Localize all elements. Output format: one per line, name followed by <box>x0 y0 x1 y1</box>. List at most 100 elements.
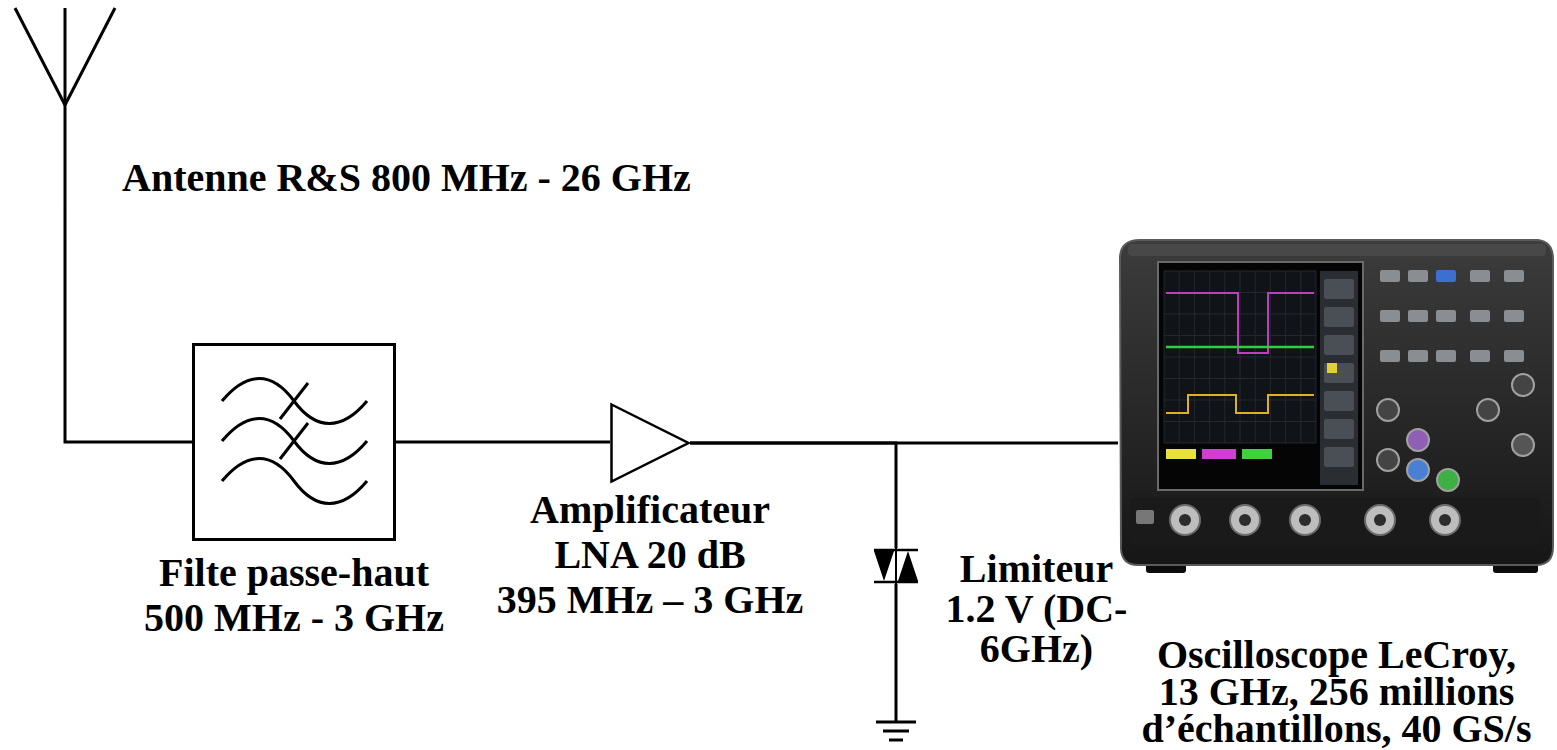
scope-button <box>1504 270 1524 282</box>
scope-menu-item <box>1324 391 1354 411</box>
bnc-connector <box>1230 505 1260 535</box>
scope-button <box>1408 270 1428 282</box>
node-caption: AmplificateurLNA 20 dB395 MHz – 3 GHz <box>497 487 804 622</box>
scope-button <box>1504 350 1524 362</box>
node-caption: Antenne R&S 800 MHz - 26 GHz <box>122 158 691 198</box>
scope-menu-item <box>1324 447 1354 467</box>
node-label: Filte passe-haut <box>144 550 444 595</box>
scope-grid <box>1164 443 1316 444</box>
diode-triangle <box>898 551 918 581</box>
antenna: Antenne R&S 800 MHz - 26 GHz <box>10 0 700 210</box>
scope-screen <box>1158 262 1363 490</box>
scope-button <box>1470 350 1490 362</box>
scope-trace <box>1166 346 1314 349</box>
node-label: Antenne R&S 800 MHz - 26 GHz <box>122 158 691 198</box>
scope-button <box>1380 310 1400 322</box>
amplifier-node: AmplificateurLNA 20 dB395 MHz – 3 GHz <box>610 403 690 483</box>
bnc-center <box>1179 514 1191 526</box>
bnc-center <box>1299 514 1311 526</box>
scope-badge <box>1202 449 1236 459</box>
scope-menu-item <box>1324 419 1354 439</box>
scope-knob <box>1407 459 1429 481</box>
node-label: 500 MHz - 3 GHz <box>144 595 444 640</box>
antenna-mast <box>64 8 67 210</box>
limiter-symbol <box>872 548 920 584</box>
ground-wire <box>895 584 898 722</box>
bnc-connector <box>1170 505 1200 535</box>
bnc-connector <box>1365 505 1395 535</box>
scope-trace <box>1166 395 1314 413</box>
ground-symbol <box>876 721 916 724</box>
scope-grid <box>1164 335 1316 336</box>
scope-display <box>1164 271 1316 443</box>
antenna-arm <box>65 8 115 105</box>
scope-menu-item <box>1324 279 1354 299</box>
scope-knob <box>1377 399 1399 421</box>
filter-slash <box>280 383 308 419</box>
node-label: LNA 20 dB <box>497 532 804 577</box>
bnc-center <box>1374 514 1386 526</box>
scope-menu-item <box>1324 335 1354 355</box>
scope-knob <box>1477 399 1499 421</box>
scope-grid <box>1164 271 1316 272</box>
oscilloscope-illustration <box>1118 235 1555 590</box>
ground-symbol <box>883 730 909 733</box>
scope-grid <box>1164 378 1316 379</box>
scope-grid <box>1164 357 1316 358</box>
filter-slash <box>280 423 308 459</box>
filter-box <box>194 345 395 540</box>
scope-button <box>1436 310 1456 322</box>
node-label: Amplificateur <box>497 487 804 532</box>
node-label: Limiteur <box>934 549 1139 589</box>
diode-triangle <box>874 551 894 581</box>
scope-grid <box>1164 314 1316 315</box>
scope-knob <box>1512 374 1534 396</box>
scope-button <box>1436 350 1456 362</box>
scope-knob <box>1407 429 1429 451</box>
scope-menu-item <box>1324 307 1354 327</box>
antenna-arm <box>15 8 65 105</box>
scope-grid <box>1164 400 1316 401</box>
node-caption: Oscilloscope LeCroy,13 GHz, 256 millions… <box>1127 636 1547 747</box>
signal-wire <box>396 441 610 444</box>
amplifier-triangle <box>612 405 689 482</box>
scope-button <box>1504 310 1524 322</box>
scope-knob <box>1437 469 1459 491</box>
scope-grid <box>1164 421 1316 422</box>
filter-wave <box>222 459 367 504</box>
node-label: Oscilloscope LeCroy, <box>1127 636 1547 673</box>
filter-wave <box>222 419 367 464</box>
bnc-connector <box>1430 505 1460 535</box>
scope-menu-item <box>1324 363 1354 383</box>
filter-wave <box>222 379 367 424</box>
amplifier-symbol <box>610 403 690 483</box>
oscilloscope-node: Oscilloscope LeCroy,13 GHz, 256 millions… <box>1118 235 1555 590</box>
node-label: 395 MHz – 3 GHz <box>497 577 804 622</box>
scope-knob <box>1512 434 1534 456</box>
scope-front-strip <box>1130 497 1540 545</box>
filter-box: Filte passe-haut500 MHz - 3 GHz <box>192 343 396 541</box>
bnc-center <box>1239 514 1251 526</box>
scope-badge <box>1166 449 1196 459</box>
node-caption: Limiteur1.2 V (DC-6GHz) <box>934 549 1139 669</box>
node-label: 1.2 V (DC-6GHz) <box>934 589 1139 669</box>
scope-button <box>1470 270 1490 282</box>
bnc-center <box>1439 514 1451 526</box>
ground-symbol <box>889 739 903 742</box>
scope-knob <box>1377 449 1399 471</box>
limiter-node: Limiteur1.2 V (DC-6GHz) <box>872 548 920 584</box>
scope-trace <box>1166 293 1314 353</box>
bnc-connector <box>1290 505 1320 535</box>
scope-button <box>1408 350 1428 362</box>
scope-button <box>1380 270 1400 282</box>
scope-button <box>1408 310 1428 322</box>
scope-badge <box>1242 449 1272 459</box>
scope-power <box>1136 510 1154 524</box>
scope-top-bezel <box>1128 244 1546 256</box>
scope-button <box>1436 270 1456 282</box>
node-label: 13 GHz, 256 millions d’échantillons, 40 … <box>1127 673 1547 747</box>
node-caption: Filte passe-haut500 MHz - 3 GHz <box>144 550 444 640</box>
diode-wire <box>895 548 897 584</box>
signal-wire <box>690 442 1118 445</box>
